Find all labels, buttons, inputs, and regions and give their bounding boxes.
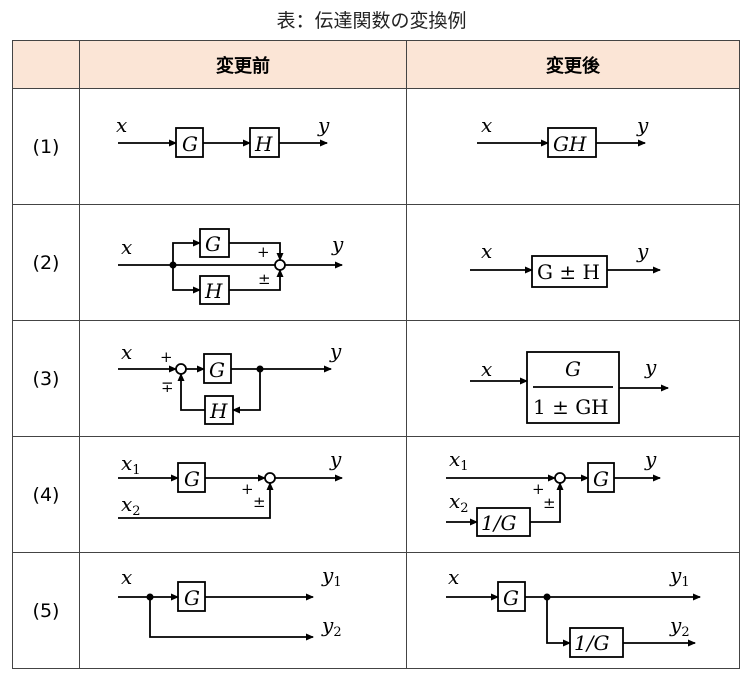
- diagram-1-after: x y GH: [481, 113, 649, 156]
- output-y: y: [644, 447, 657, 471]
- block-g-pm-h: G ± H: [537, 260, 600, 284]
- block-g: G: [205, 232, 221, 256]
- output-y1: y1: [321, 563, 342, 590]
- diagram-2-after: x y G ± H: [481, 239, 649, 284]
- sign-plus-minus: ±: [258, 270, 271, 288]
- output-y2: y2: [321, 613, 342, 640]
- block-inverse-g: 1/G: [574, 631, 609, 655]
- input-x2: x2: [449, 489, 469, 516]
- header-row: 変更前変更後: [12, 40, 740, 89]
- block-g: G: [209, 358, 225, 382]
- block-g: G: [182, 132, 198, 156]
- block-g: G: [184, 586, 200, 610]
- input-x: x: [121, 340, 132, 364]
- output-y: y: [317, 113, 330, 137]
- table-row: (2): [12, 204, 740, 321]
- output-y: y: [331, 232, 344, 256]
- row-label: (3): [12, 320, 80, 437]
- input-x1: x1: [121, 451, 141, 478]
- input-x: x: [121, 565, 132, 589]
- output-y: y: [636, 113, 649, 137]
- block-gh: GH: [553, 132, 587, 156]
- table-row: (3): [12, 320, 740, 437]
- diagram-4-after: x1 x2 y G 1/G + ±: [449, 447, 657, 535]
- block-g: G: [503, 586, 519, 610]
- fraction-numerator: G: [565, 357, 581, 381]
- output-y: y: [329, 339, 342, 363]
- input-x: x: [121, 235, 132, 259]
- table-title: 表：伝達関数の変換例: [276, 10, 467, 32]
- output-y2: y2: [669, 613, 690, 640]
- input-x: x: [481, 239, 492, 263]
- input-x: x: [481, 357, 492, 381]
- block-inverse-g: 1/G: [481, 511, 516, 535]
- diagram-3-after: x y G 1 ± GH: [481, 355, 657, 419]
- table-row: (5): [12, 552, 740, 669]
- sign-plus: +: [241, 480, 254, 498]
- diagram-4-before: x1 x2 y G + ±: [121, 447, 342, 519]
- input-x: x: [116, 113, 127, 137]
- block-h: H: [254, 132, 273, 156]
- transfer-function-table: 変更前変更後 (1) (2) (3) (4) (5): [12, 40, 740, 669]
- row-label: (4): [12, 436, 80, 553]
- diagram-lines: [118, 127, 701, 658]
- sign-plus: +: [532, 480, 545, 498]
- row-label: (2): [12, 204, 80, 321]
- block-g: G: [593, 467, 609, 491]
- row-label: (5): [12, 552, 80, 669]
- input-x2: x2: [121, 492, 141, 519]
- input-x: x: [481, 113, 492, 137]
- output-y1: y1: [669, 563, 690, 590]
- sign-plus: +: [257, 243, 270, 261]
- sign-minus-plus: ∓: [161, 378, 174, 396]
- input-x1: x1: [449, 447, 469, 474]
- block-h: H: [209, 399, 228, 423]
- table-row: (1): [12, 88, 740, 205]
- fraction-denominator: 1 ± GH: [533, 395, 609, 419]
- diagram-5-after: x y1 y2 G 1/G: [448, 563, 690, 655]
- output-y: y: [644, 355, 657, 379]
- block-g: G: [184, 467, 200, 491]
- diagram-1-before: x y G H: [116, 113, 330, 156]
- sign-plus-minus: ±: [253, 493, 266, 511]
- output-y: y: [329, 447, 342, 471]
- output-y: y: [636, 239, 649, 263]
- sign-plus: +: [160, 348, 173, 366]
- block-h: H: [204, 279, 223, 303]
- input-x: x: [448, 565, 459, 589]
- diagram-5-before: x y1 y2 G: [121, 563, 342, 640]
- diagram-2-before: x y G H + ±: [121, 232, 344, 303]
- table-row: (4): [12, 436, 740, 553]
- row-label: (1): [12, 88, 80, 205]
- sign-plus-minus: ±: [543, 494, 556, 512]
